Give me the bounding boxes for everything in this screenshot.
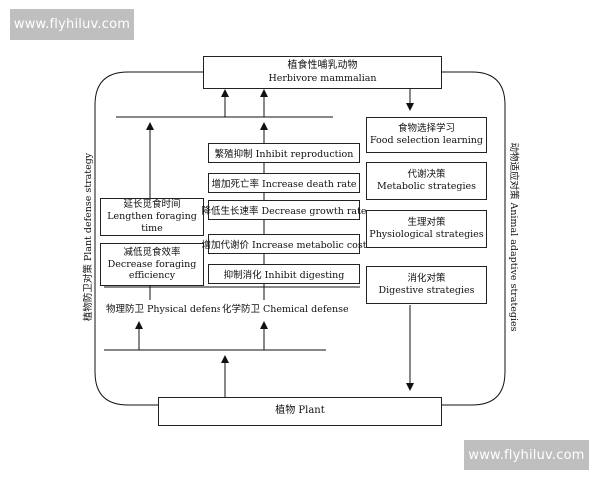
physical-defense-label: 物理防卫 Physical defense	[104, 301, 230, 315]
middle-box-5: 抑制消化 Inhibit digesting	[208, 264, 360, 284]
decrease-en: Decrease foraging	[107, 258, 197, 270]
plant-box: 植物 Plant	[158, 397, 442, 426]
plant-defense-side-label: 植物防卫对策 Plant defense strategy	[83, 152, 94, 322]
lengthen-zh: 延长觅食时间	[123, 199, 181, 211]
physiological-en: Physiological strategies	[369, 229, 484, 240]
decrease-zh: 减低觅食效率	[123, 246, 181, 258]
outer-loop-right	[442, 71, 506, 406]
middle-box-2: 增加死亡率 Increase death rate	[208, 173, 360, 193]
watermark-bottom: www.flyhiluv.com	[464, 440, 589, 470]
right-box-food: 食物选择学习 Food selection learning	[366, 117, 487, 153]
chemical-defense-label: 化学防卫 Chemical defense	[220, 301, 351, 315]
metabolic-zh: 代谢决策	[407, 169, 446, 181]
plant-label: 植物 Plant	[275, 405, 325, 417]
decrease-box: 减低觅食效率 Decrease foraging efficiency	[100, 243, 204, 286]
metabolic-en: Metabolic strategies	[376, 181, 476, 192]
outer-loop-left	[94, 71, 203, 406]
herbivore-en: Herbivore mammalian	[268, 72, 377, 84]
watermark-top: www.flyhiluv.com	[10, 9, 134, 40]
digestive-en: Digestive strategies	[378, 285, 475, 296]
middle-box-3: 降低生长速率 Decrease growth rate	[202, 200, 367, 220]
lengthen-en: Lengthen foraging time	[107, 211, 197, 234]
food-zh: 食物选择学习	[397, 123, 455, 135]
physiological-zh: 生理对策	[407, 217, 446, 229]
right-box-physiological: 生理对策 Physiological strategies	[366, 210, 487, 248]
middle-box-4: 增加代谢价 Increase metabolic cost	[201, 234, 367, 254]
decrease-en2: efficiency	[128, 270, 176, 282]
food-en: Food selection learning	[369, 135, 484, 146]
digestive-zh: 消化对策	[407, 273, 446, 285]
herbivore-box: 植食性哺乳动物 Herbivore mammalian	[203, 56, 442, 89]
middle-box-1: 繁殖抑制 Inhibit reproduction	[208, 143, 360, 163]
right-box-digestive: 消化对策 Digestive strategies	[366, 266, 487, 304]
lengthen-box: 延长觅食时间 Lengthen foraging time	[100, 198, 204, 236]
herbivore-zh: 植食性哺乳动物	[287, 60, 358, 72]
right-box-metabolic: 代谢决策 Metabolic strategies	[366, 162, 487, 200]
animal-adaptive-side-label: 动物适应对策 Animal adaptive strategies	[508, 142, 519, 332]
